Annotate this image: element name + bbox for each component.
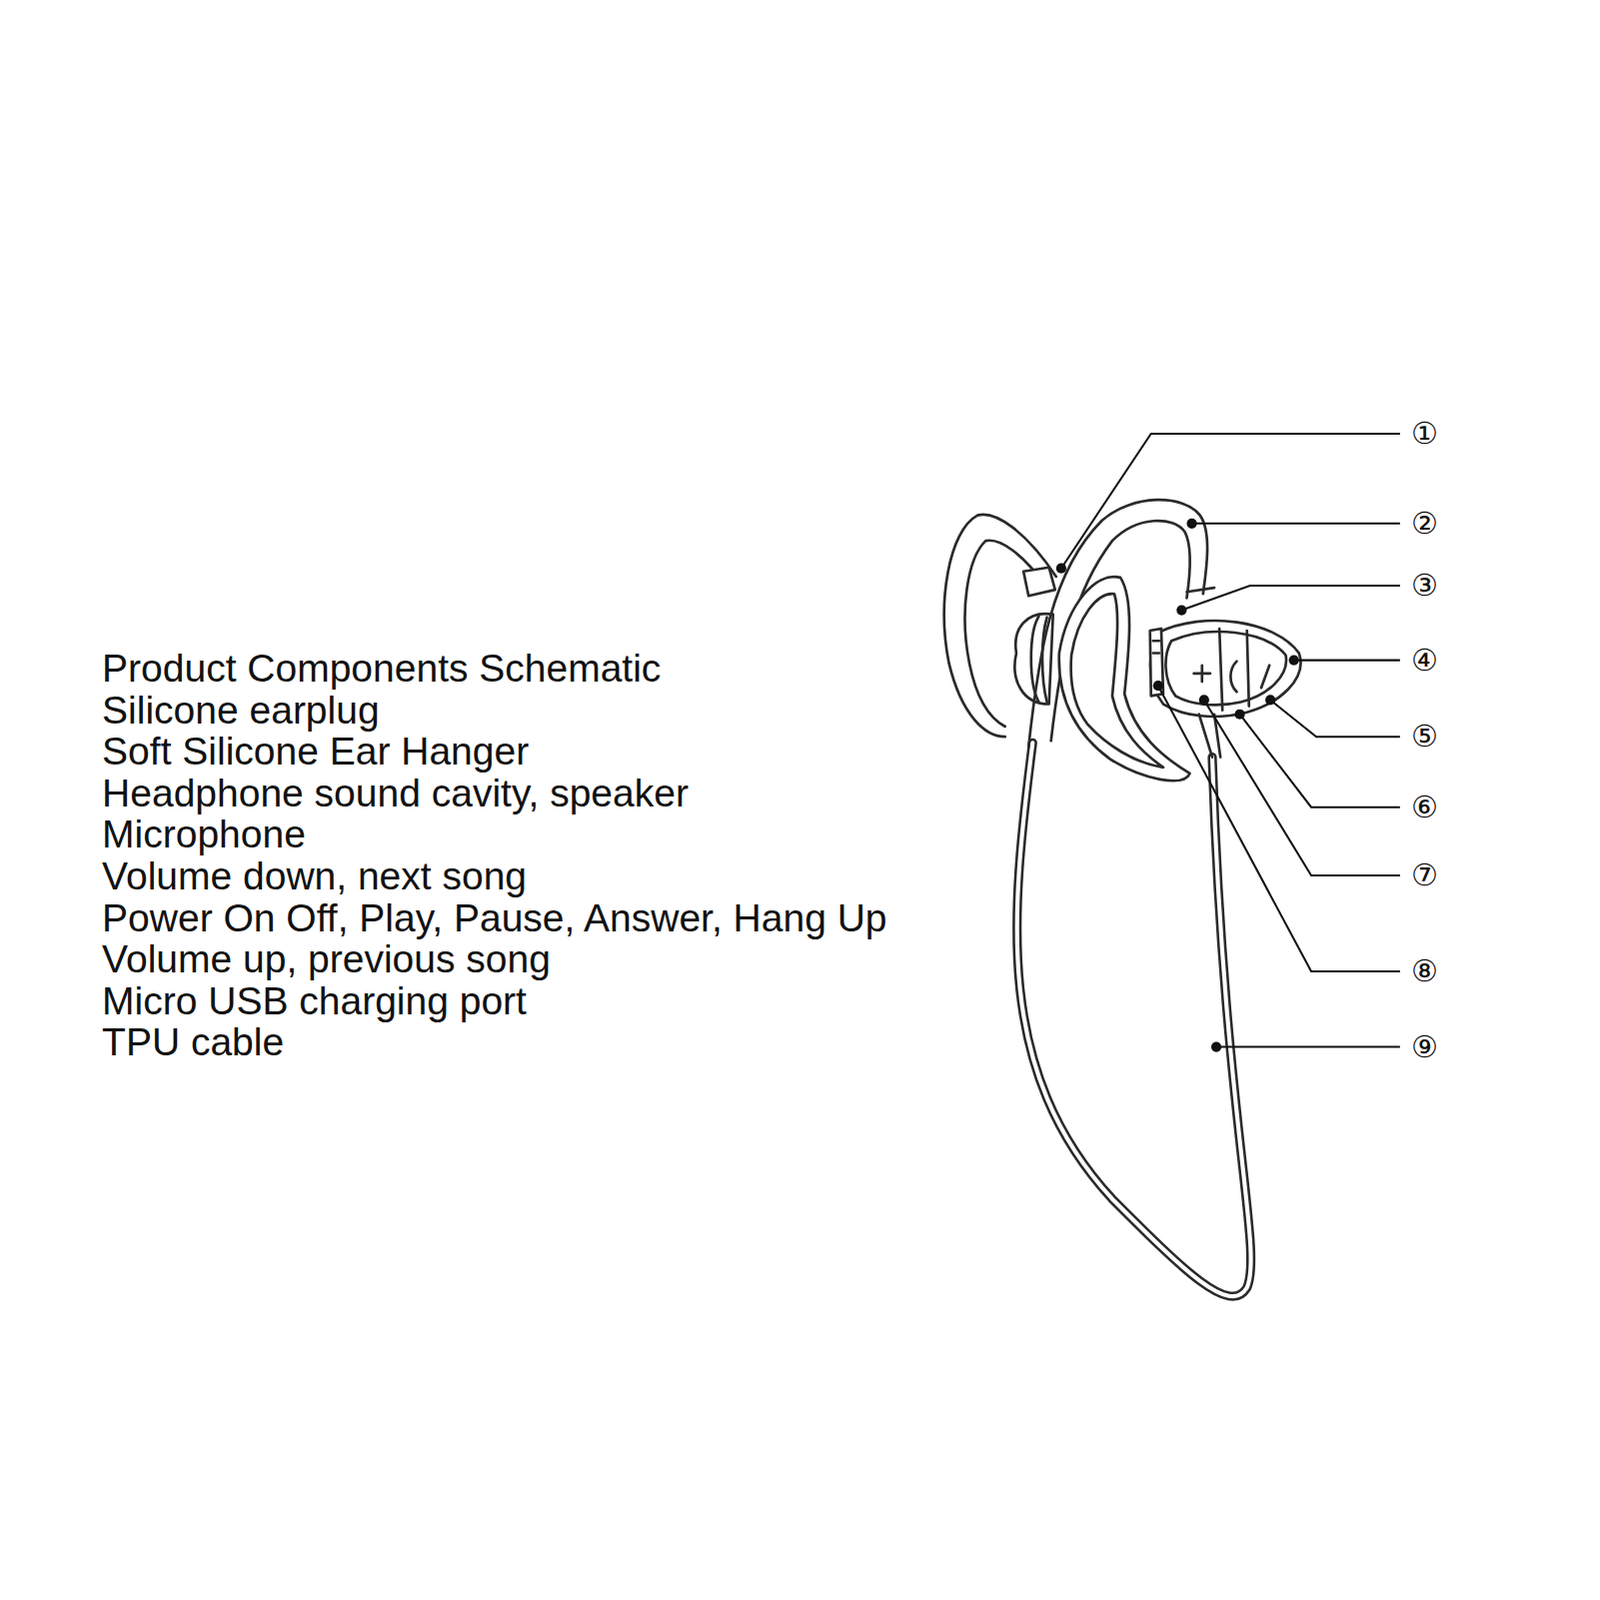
leader-dots bbox=[1056, 518, 1300, 1053]
part-name: Volume down, next song bbox=[101, 855, 527, 898]
rear-ear-hook bbox=[944, 514, 1057, 737]
callout-number: ③ bbox=[1411, 568, 1439, 603]
part-name: Headphone sound cavity, speaker bbox=[101, 772, 689, 815]
callout-number: ① bbox=[1411, 416, 1439, 451]
part-name: Soft Silicone Ear Hanger bbox=[101, 730, 529, 773]
callout-number: ② bbox=[1411, 506, 1439, 541]
part-name: Silicone earplug bbox=[101, 689, 380, 732]
callout-number: ⑥ bbox=[1411, 790, 1439, 825]
part-name: Micro USB charging port bbox=[101, 980, 527, 1023]
callout-number: ⑤ bbox=[1411, 719, 1439, 754]
callout-number: ⑨ bbox=[1411, 1030, 1439, 1065]
tpu-cable bbox=[1017, 742, 1252, 1297]
part-name: Volume up, previous song bbox=[101, 938, 551, 981]
callout-number: ⑧ bbox=[1411, 954, 1439, 989]
part-name: TPU cable bbox=[101, 1021, 284, 1064]
callout-number: ④ bbox=[1411, 643, 1439, 678]
leader-lines bbox=[1061, 433, 1401, 1048]
part-name: Microphone bbox=[101, 813, 306, 856]
callout-number: ⑦ bbox=[1411, 858, 1439, 893]
diagram-title: Product Components Schematic bbox=[101, 647, 661, 690]
part-name: Power On Off, Play, Pause, Answer, Hang … bbox=[101, 897, 887, 940]
